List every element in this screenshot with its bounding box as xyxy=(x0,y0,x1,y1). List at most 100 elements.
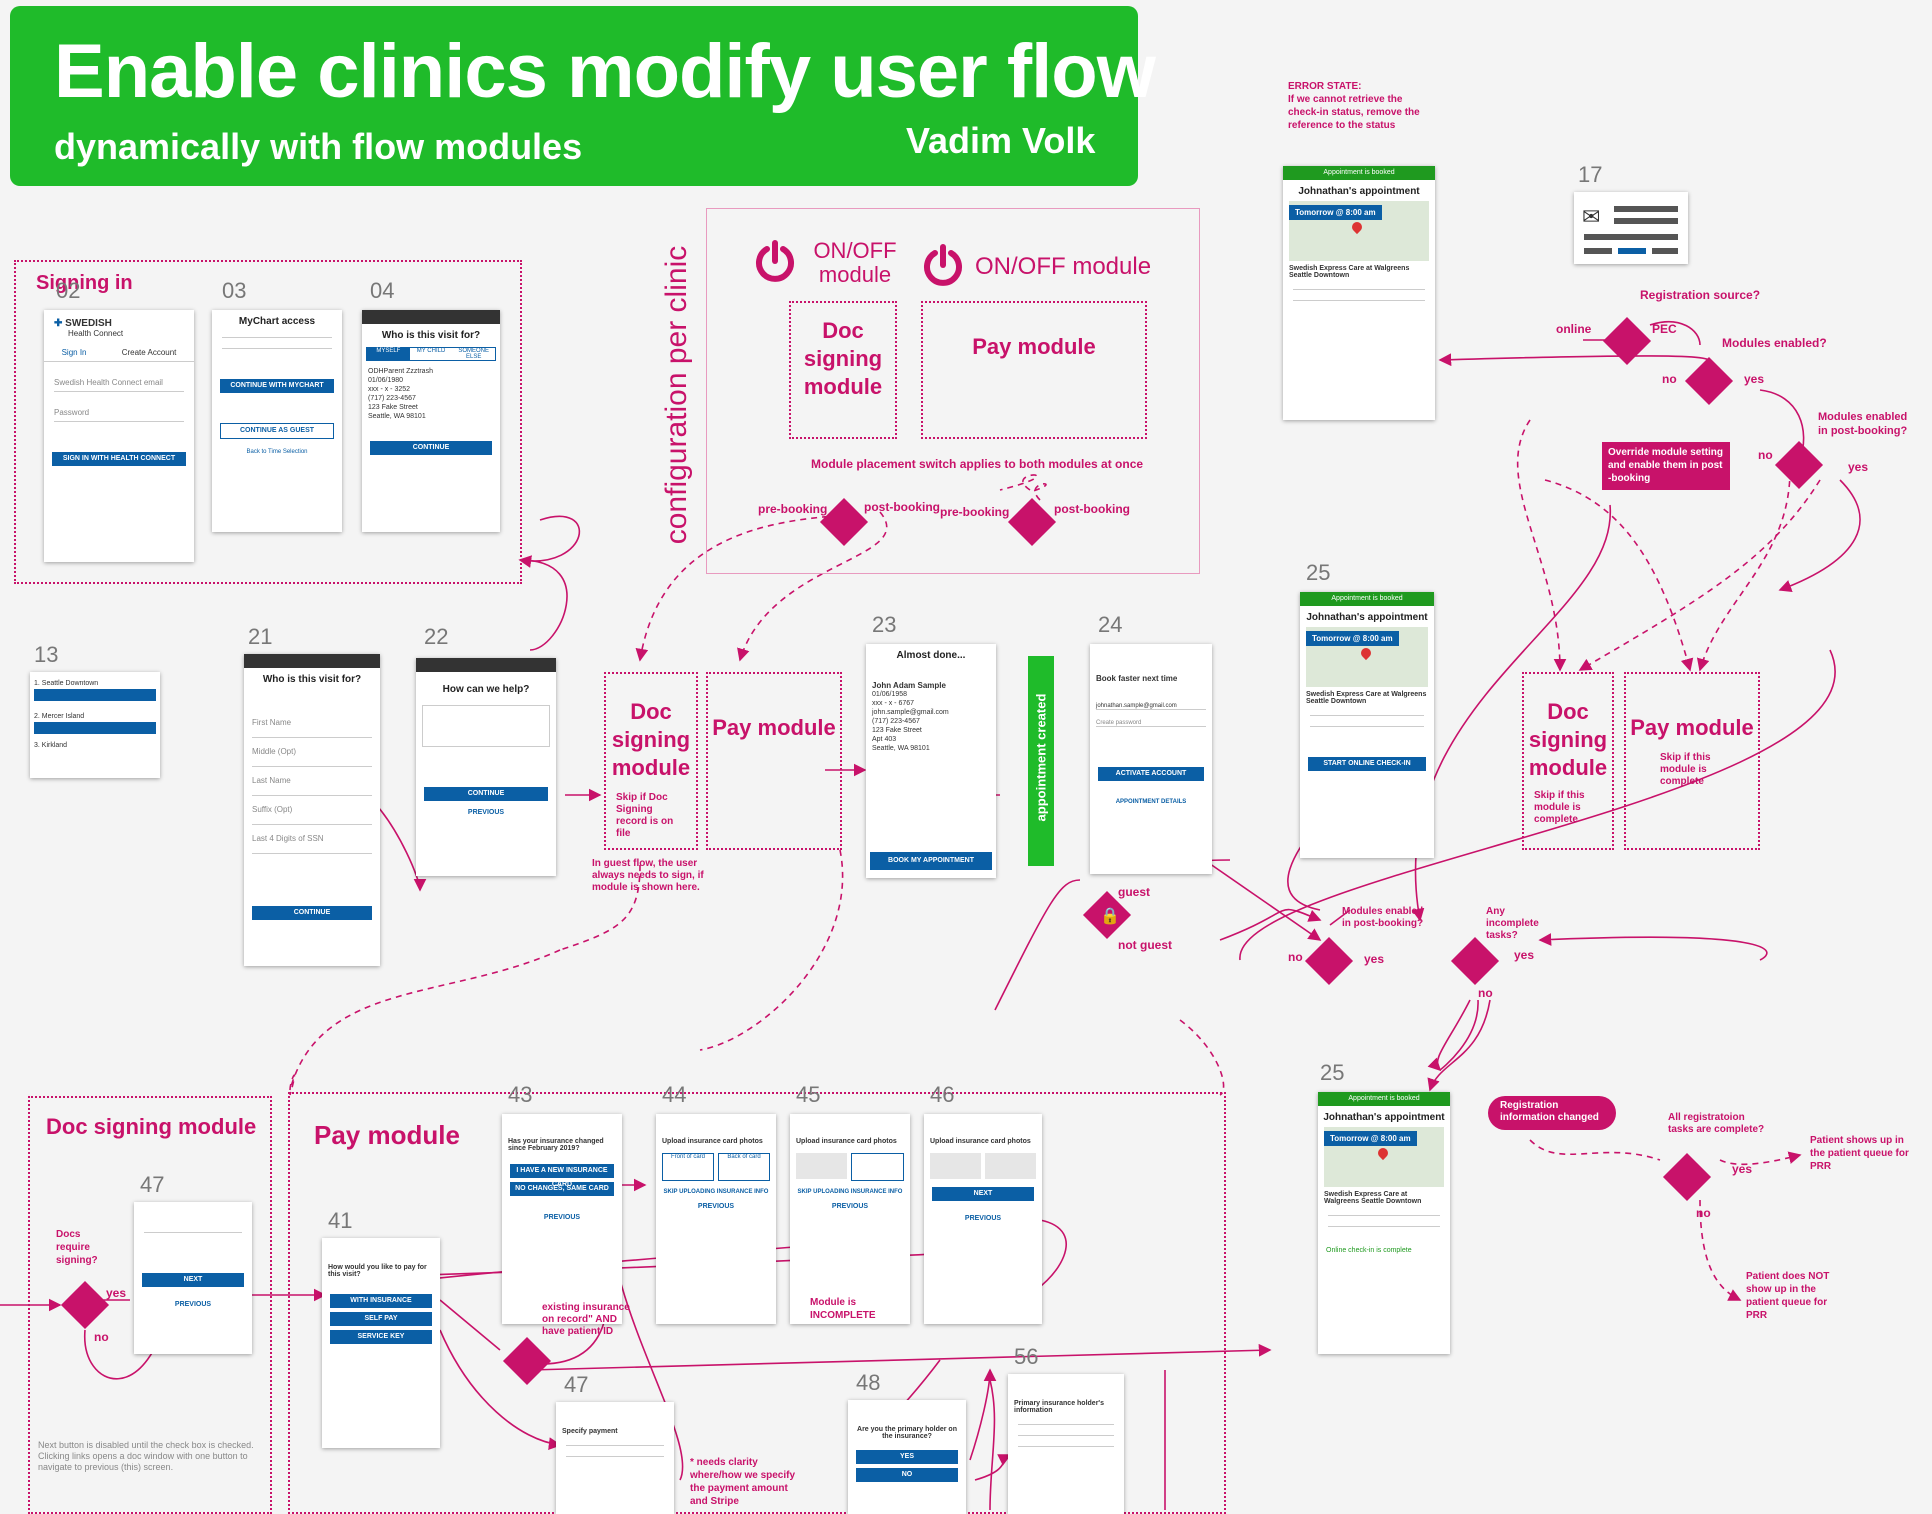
last-name-field[interactable]: Last Name xyxy=(252,767,372,796)
email-field[interactable]: johnathan.sample@gmail.com xyxy=(1096,703,1206,710)
location-item[interactable]: 3. Kirkland xyxy=(34,742,68,749)
doc-signing-section: Doc signing module 47 NEXT PREVIOUS Docs… xyxy=(28,1096,272,1514)
yes-label: yes xyxy=(1514,948,1535,962)
screen-04-who: Who is this visit for? MYSELF MY CHILD S… xyxy=(362,310,500,532)
location-item[interactable]: 1. Seattle Downtown xyxy=(34,680,99,687)
screen-13-locations: 1. Seattle Downtown 2. Mercer Island 3. … xyxy=(30,672,160,778)
front-card-upload[interactable]: Front of card xyxy=(662,1153,714,1181)
yes-label: yes xyxy=(1732,1162,1753,1176)
password-field[interactable]: Password xyxy=(54,404,184,422)
section-title: Doc signing module xyxy=(46,1114,257,1139)
screen-title: Specify payment xyxy=(562,1428,618,1435)
screen-47-payment: Specify payment xyxy=(556,1402,674,1514)
back-card-upload[interactable]: Back of card xyxy=(718,1153,770,1181)
map: Tomorrow @ 8:00 am xyxy=(1324,1127,1444,1187)
screen-title: Book faster next time xyxy=(1096,674,1178,683)
no-button[interactable]: NO xyxy=(856,1468,958,1482)
all-complete-label: All registratoion tasks are complete? xyxy=(1668,1112,1765,1135)
module-label: Pay module xyxy=(712,715,836,740)
screen-25-appointment-top: Appointment is booked Johnathan's appoin… xyxy=(1283,166,1435,420)
symptoms-input[interactable] xyxy=(422,705,550,747)
previous-link[interactable]: PREVIOUS xyxy=(964,1215,1002,1222)
previous-link[interactable]: PREVIOUS xyxy=(467,809,505,816)
previous-link[interactable]: PREVIOUS xyxy=(543,1214,581,1221)
appointment-created-bar: appointment created xyxy=(1028,656,1054,866)
screen-title: Who is this visit for? xyxy=(262,674,362,685)
continue-guest-button[interactable]: CONTINUE AS GUEST xyxy=(220,423,334,439)
screen-25-appointment-bottom: Appointment is booked Johnathan's appoin… xyxy=(1318,1092,1450,1354)
continue-button[interactable]: CONTINUE xyxy=(370,441,492,455)
skip-link[interactable]: SKIP UPLOADING INSURANCE INFO xyxy=(663,1189,769,1195)
guest-note: In guest flow, the user always needs to … xyxy=(592,858,704,893)
next-button[interactable]: NEXT xyxy=(142,1273,244,1287)
tab-someone-else[interactable]: SOMEONE ELSE xyxy=(458,348,490,360)
previous-link[interactable]: PREVIOUS xyxy=(174,1301,212,1308)
screen-23-almost: Almost done... John Adam Sample 01/06/19… xyxy=(866,644,996,878)
screen-title: Johnathan's appointment xyxy=(1298,186,1420,197)
skip-link[interactable]: SKIP UPLOADING INSURANCE INFO xyxy=(797,1189,903,1195)
doc-module-postbooking: Doc signing module Skip if this module i… xyxy=(1522,672,1614,850)
needs-clarity-note: * needs clarity where/how we specify the… xyxy=(690,1457,796,1507)
book-appointment-button[interactable]: BOOK MY APPOINTMENT xyxy=(870,852,992,870)
suffix-field[interactable]: Suffix (Opt) xyxy=(252,796,372,825)
modules-enabled-label: Modules enabled? xyxy=(1722,336,1827,350)
power-icon xyxy=(753,239,797,283)
no-label: no xyxy=(1478,986,1493,1000)
config-doc-module: Doc signing module xyxy=(789,301,897,439)
screen-title: Johnathan's appointment xyxy=(1323,1112,1445,1123)
any-incomplete-label: Any incomplete tasks? xyxy=(1486,906,1539,941)
previous-link[interactable]: PREVIOUS xyxy=(697,1203,735,1210)
location-item[interactable]: 2. Mercer Island xyxy=(34,713,85,720)
screen-number: 46 xyxy=(930,1082,955,1107)
form-fields: First Name Middle (Opt) Last Name Suffix… xyxy=(252,709,372,854)
screen-21-who: Who is this visit for? First Name Middle… xyxy=(244,654,380,966)
skip-complete-note: Skip if this module is complete xyxy=(1660,752,1711,787)
continue-button[interactable]: CONTINUE xyxy=(424,787,548,801)
screen-46-upload: Upload insurance card photos NEXT PREVIO… xyxy=(924,1114,1042,1324)
appointment-details-link[interactable]: APPOINTMENT DETAILS xyxy=(1115,799,1187,805)
activate-account-button[interactable]: ACTIVATE ACCOUNT xyxy=(1098,767,1204,781)
screen-number: 43 xyxy=(508,1082,533,1107)
ssn-field[interactable]: Last 4 Digits of SSN xyxy=(252,825,372,854)
screen-number: 25 xyxy=(1306,560,1331,585)
same-card-button[interactable]: NO CHANGES, SAME CARD xyxy=(510,1182,614,1196)
service-key-button[interactable]: SERVICE KEY xyxy=(330,1330,432,1344)
no-label: no xyxy=(1288,950,1303,964)
screen-number: 44 xyxy=(662,1082,687,1107)
post-booking-label: post-booking xyxy=(1054,502,1130,516)
skip-doc-note: Skip if Doc Signing record is on file xyxy=(616,792,674,839)
next-button[interactable]: NEXT xyxy=(932,1187,1034,1201)
tab-my-child[interactable]: MY CHILD xyxy=(416,348,446,354)
screen-number: 13 xyxy=(34,642,59,667)
sign-in-button[interactable]: SIGN IN WITH HEALTH CONNECT xyxy=(52,452,186,466)
back-link[interactable]: Back to Time Selection xyxy=(246,449,308,455)
previous-link[interactable]: PREVIOUS xyxy=(831,1203,869,1210)
with-insurance-button[interactable]: WITH INSURANCE xyxy=(330,1294,432,1308)
first-name-field[interactable]: First Name xyxy=(252,709,372,738)
screen-number: 56 xyxy=(1014,1344,1039,1369)
middle-name-field[interactable]: Middle (Opt) xyxy=(252,738,372,767)
no-label: no xyxy=(1758,448,1773,462)
config-vertical-label: configuration per clinic xyxy=(660,245,693,545)
pay-section: Pay module xyxy=(288,1092,1226,1514)
screen-number: 24 xyxy=(1098,612,1123,637)
tab-myself[interactable]: MYSELF xyxy=(367,348,410,360)
screen-41-pay: How would you like to pay for this visit… xyxy=(322,1238,440,1448)
new-card-button[interactable]: I HAVE A NEW INSURANCE CARD xyxy=(510,1164,614,1188)
tab-create-account[interactable]: Create Account xyxy=(121,348,177,357)
password-field[interactable]: Create password xyxy=(1096,720,1206,727)
tab-sign-in[interactable]: Sign In xyxy=(61,348,87,357)
pay-module-prebooking: Pay module xyxy=(706,672,842,850)
screen-number: 23 xyxy=(872,612,897,637)
guest-label: guest xyxy=(1118,885,1151,899)
yes-button[interactable]: YES xyxy=(856,1450,958,1464)
continue-mychart-button[interactable]: CONTINUE WITH MYCHART xyxy=(220,379,334,393)
modules-post-booking2-label: Modules enabled in post-booking? xyxy=(1342,906,1424,929)
start-checkin-button[interactable]: START ONLINE CHECK-IN xyxy=(1308,757,1426,771)
continue-button[interactable]: CONTINUE xyxy=(252,906,372,920)
self-pay-button[interactable]: SELF PAY xyxy=(330,1312,432,1326)
email-field[interactable]: Swedish Health Connect email xyxy=(54,374,184,392)
screen-17-registration: ✉ xyxy=(1574,192,1688,264)
module-incomplete-note: Module is INCOMPLETE xyxy=(810,1297,876,1321)
next-disabled-note: Next button is disabled until the check … xyxy=(38,1440,254,1472)
